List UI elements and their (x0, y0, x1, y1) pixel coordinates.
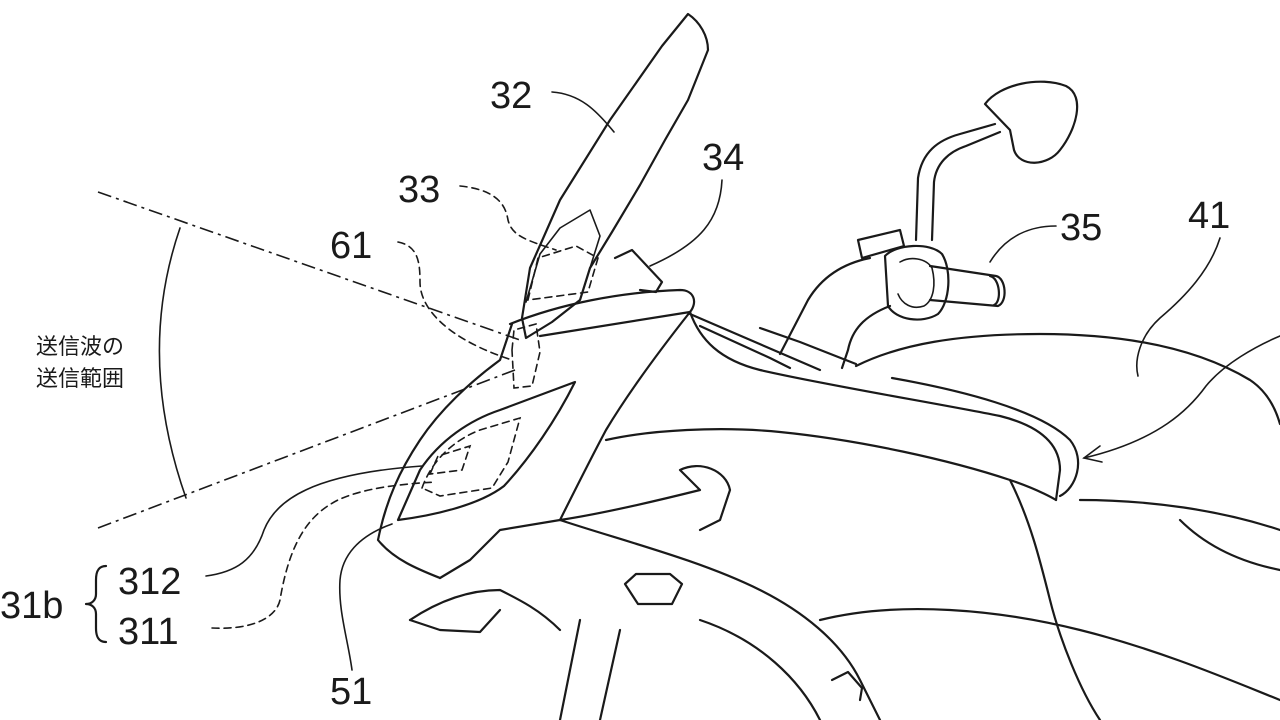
leader-41 (1136, 237, 1221, 377)
leader-32 (551, 91, 615, 133)
fork-top (758, 326, 858, 366)
range-lower-line (97, 369, 516, 529)
label-34: 34 (702, 137, 744, 179)
cowl-bottom-edge (408, 588, 562, 632)
handle-grip (928, 264, 1006, 308)
label-32: 32 (490, 75, 532, 117)
label-311: 311 (118, 611, 179, 653)
cowl-rear-line (818, 608, 1280, 702)
radar-unit (511, 245, 599, 389)
label-33: 33 (398, 169, 440, 211)
mirror-stem-inner (930, 130, 1002, 242)
label-31b: 31b (0, 585, 63, 627)
mirror-head (983, 80, 1079, 164)
small-bracket (830, 670, 864, 702)
leader-lines (205, 91, 1280, 671)
headlight-inner-dashed (420, 416, 522, 497)
leader-34 (649, 179, 723, 267)
fender-line (698, 618, 822, 720)
cowl-rear-curve (1008, 478, 1102, 720)
radar-sensor-outline (526, 245, 599, 301)
headlight (396, 380, 577, 522)
group-brace (84, 564, 108, 644)
leader-61 (397, 241, 513, 361)
cowl-mid-line (688, 310, 1062, 502)
leader-33 (459, 185, 557, 251)
label-35: 35 (1060, 207, 1102, 249)
mirror-stem (914, 122, 997, 242)
tank-side (890, 376, 1080, 498)
fuel-tank (854, 332, 1280, 532)
leader-51 (338, 523, 393, 671)
label-61: 61 (330, 225, 372, 267)
range-caption-line1: 送信波の (36, 335, 124, 360)
switch-housing (883, 244, 950, 321)
stay-arm (688, 312, 822, 372)
headlight-outer (396, 380, 577, 522)
reference-labels: 32 33 34 35 41 61 31b 312 311 51 (0, 75, 1230, 713)
label-41: 41 (1188, 195, 1230, 237)
transmission-range (97, 191, 521, 529)
range-caption: 送信波の 送信範囲 (36, 335, 124, 392)
radar-unit-outline (511, 322, 541, 389)
cowl-side-scoop (558, 518, 882, 720)
leader-312 (205, 465, 423, 577)
cowl-side-panel (604, 428, 1058, 502)
handlebar-assembly (758, 80, 1079, 370)
fork-left (558, 618, 582, 720)
switch-housing-inner (897, 257, 935, 309)
handlebar-tube-lower (840, 304, 892, 370)
range-caption-line2: 送信範囲 (36, 367, 124, 392)
front-cowl (376, 288, 1280, 720)
grip-end (988, 274, 1000, 307)
fork-right (598, 628, 622, 720)
indicator-lamp (623, 572, 684, 606)
range-arc (158, 227, 187, 499)
handlebar-tube (778, 256, 872, 356)
cowl-nose (376, 322, 514, 580)
range-upper-line (97, 191, 521, 341)
leader-41-arrowhead (1082, 445, 1103, 463)
stay-arm-lower (698, 324, 792, 370)
cowl-chin (408, 608, 502, 634)
leader-41-arrow (1083, 335, 1280, 459)
windshield-outline (520, 12, 710, 340)
tank-top (854, 332, 1280, 426)
tank-lower (1078, 498, 1280, 532)
label-312: 312 (118, 561, 181, 603)
frame-line (1178, 518, 1280, 572)
cowl-lower-panel (438, 465, 732, 580)
headlight-small-dashed (428, 444, 472, 475)
cowl-upper-panel (538, 310, 692, 338)
leader-35 (989, 225, 1057, 263)
label-51: 51 (330, 671, 372, 713)
leader-311 (211, 481, 437, 629)
